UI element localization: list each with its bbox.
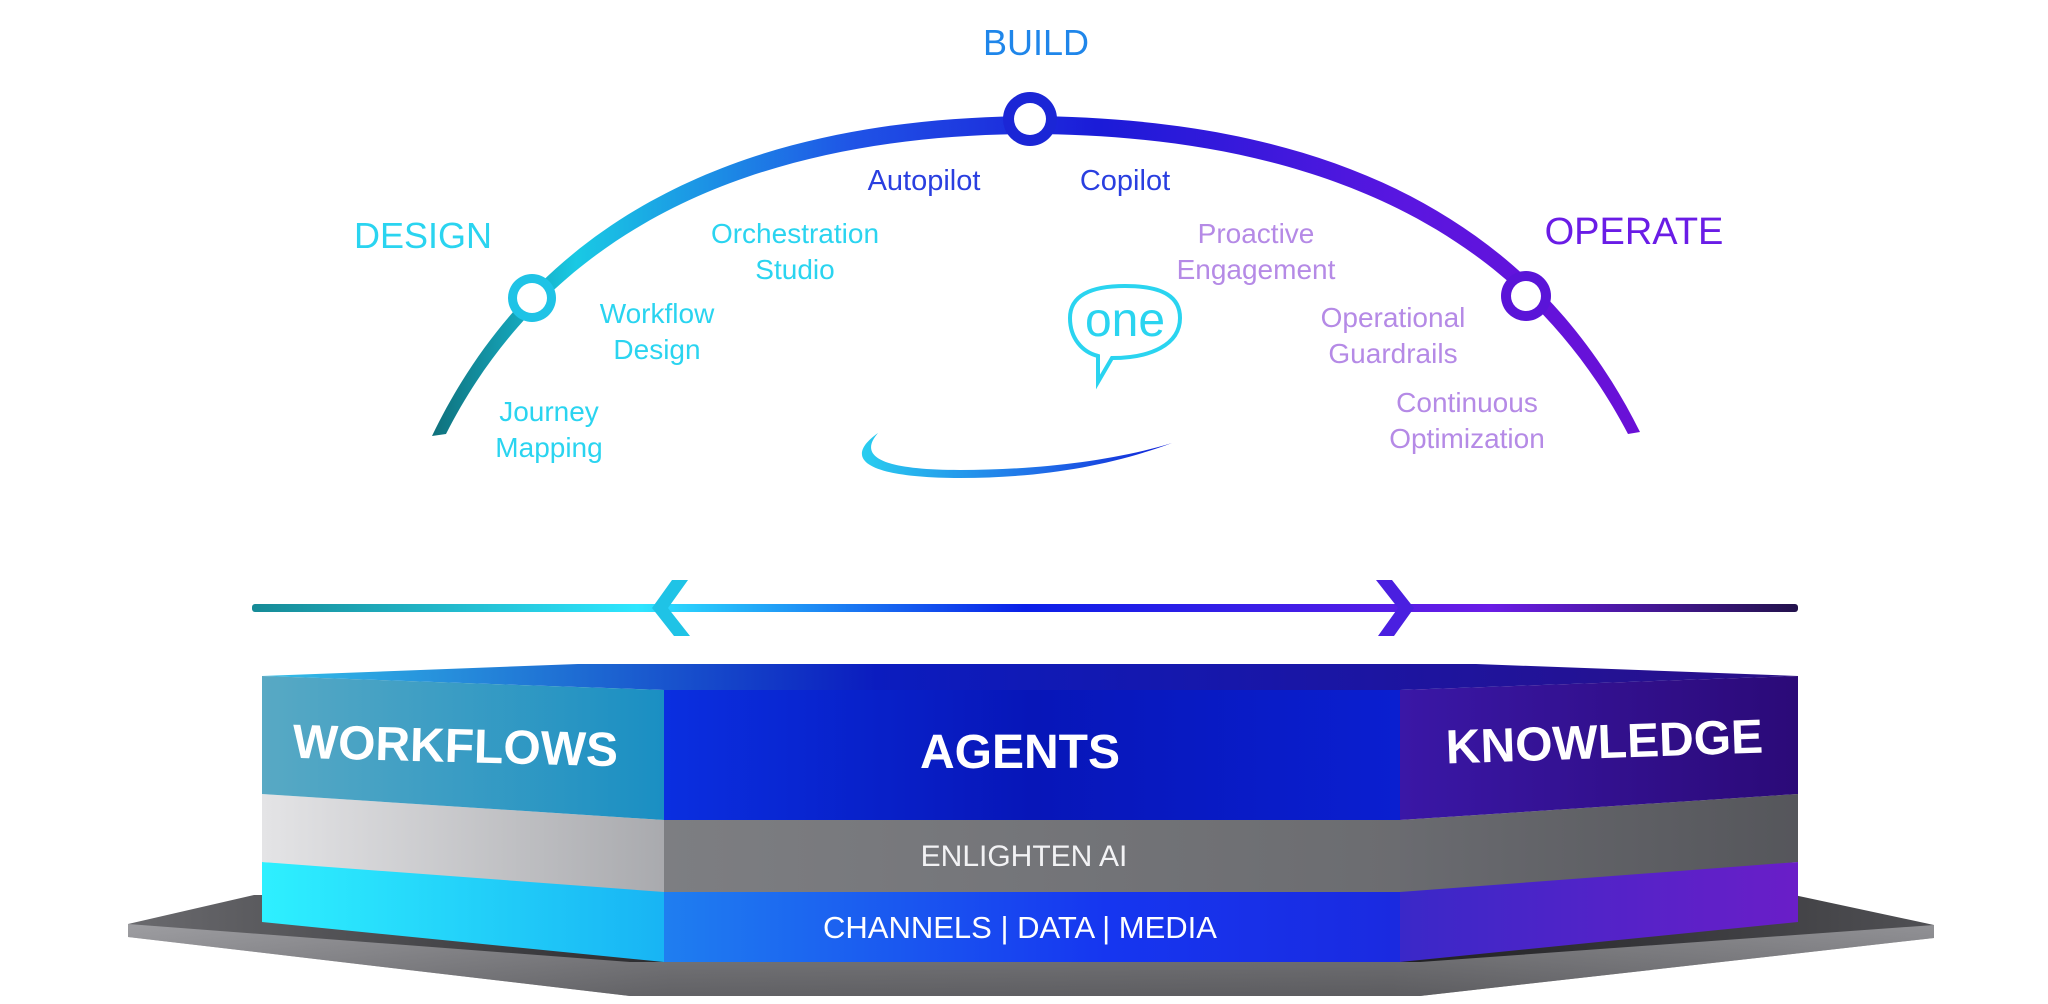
agents-face: [664, 690, 1400, 820]
capability-line: Mapping: [495, 432, 602, 463]
enlighten-layer-label: ENLIGHTEN AI: [921, 840, 1128, 873]
capability-proactive-engagement: Proactive Engagement: [1177, 218, 1336, 285]
capability-autopilot: Autopilot: [868, 165, 981, 197]
operate-node: [1501, 271, 1551, 321]
capability-copilot: Copilot: [1080, 165, 1170, 197]
capability-line: Guardrails: [1328, 338, 1457, 369]
capability-line: Studio: [755, 254, 834, 285]
capability-journey-mapping: Journey Mapping: [495, 396, 602, 463]
capability-line: Proactive: [1198, 218, 1315, 249]
capability-orchestration-studio: Orchestration Studio: [711, 218, 879, 285]
enlighten-layer: ENLIGHTEN AI: [262, 794, 1798, 892]
capability-line: Journey: [499, 396, 599, 427]
design-node: [508, 274, 556, 322]
left-arrow-icon: [652, 580, 690, 636]
capability-line: Design: [613, 334, 700, 365]
phase-label-build: BUILD: [983, 22, 1089, 63]
connector-line: [252, 604, 1798, 612]
capability-line: Orchestration: [711, 218, 879, 249]
channels-layer-label: CHANNELS | DATA | MEDIA: [823, 910, 1217, 945]
capability-line: Optimization: [1389, 423, 1545, 454]
phase-label-design: DESIGN: [354, 215, 492, 256]
knowledge-face: [1400, 676, 1798, 820]
phase-label-operate: OPERATE: [1545, 211, 1724, 253]
agents-label: AGENTS: [920, 726, 1120, 779]
build-node: [1003, 92, 1057, 146]
knowledge-label: KNOWLEDGE: [1445, 710, 1764, 774]
capability-line: Continuous: [1396, 387, 1538, 418]
logo-text: one: [1085, 294, 1165, 347]
workflows-face: [262, 676, 664, 820]
capability-operational-guardrails: Operational Guardrails: [1321, 302, 1466, 369]
logo-swoosh: [861, 433, 1172, 478]
capability-line: Engagement: [1177, 254, 1336, 285]
capability-line: Workflow: [600, 298, 715, 329]
right-arrow-icon: [1376, 580, 1414, 636]
speech-bubble-icon: [1067, 283, 1183, 390]
workflows-label: WORKFLOWS: [292, 716, 619, 777]
one-logo: one: [1067, 283, 1183, 390]
top-surface: [262, 664, 1798, 690]
agents-layer: WORKFLOWS AGENTS KNOWLEDGE: [262, 664, 1798, 820]
capability-continuous-optimization: Continuous Optimization: [1389, 387, 1545, 454]
channels-layer: CHANNELS | DATA | MEDIA: [262, 862, 1798, 962]
capability-workflow-design: Workflow Design: [600, 298, 715, 365]
capability-line: Operational: [1321, 302, 1466, 333]
